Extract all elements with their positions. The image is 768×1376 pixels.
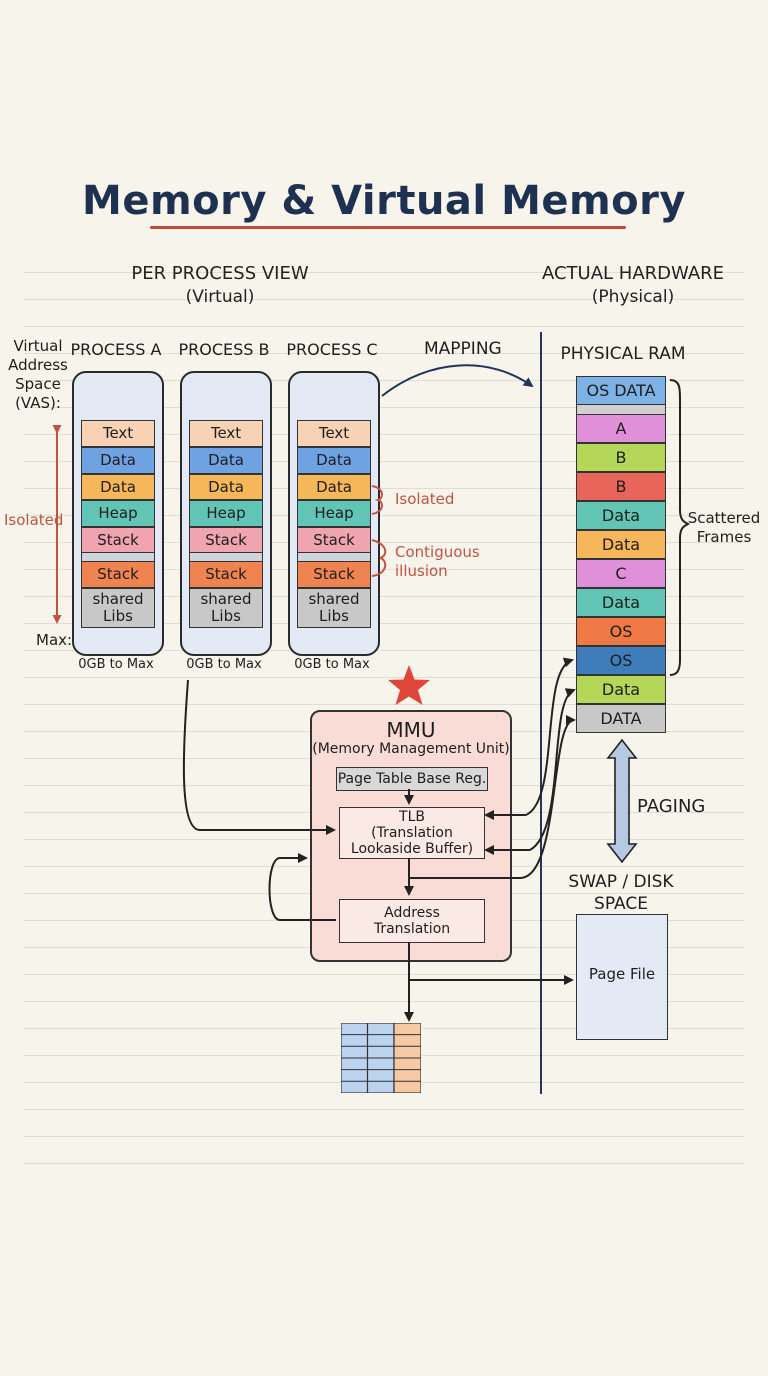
process-b-range: 0GB to Max	[186, 657, 262, 672]
ram-frame: OS	[576, 617, 666, 646]
segment-stack: Stack	[189, 527, 263, 553]
process-c-label: PROCESS C	[286, 340, 378, 359]
segment-data: Data	[81, 447, 155, 474]
mapping-label: MAPPING	[424, 339, 502, 359]
ram-frame: Data	[576, 501, 666, 530]
process-to-tlb-arrow	[182, 679, 336, 835]
segment-data: Data	[189, 474, 263, 500]
scattered-frames-label: Scattered Frames	[687, 509, 761, 546]
isolated-annotation: Isolated	[395, 490, 455, 508]
mapping-arrow	[381, 364, 534, 397]
virtual-heading: PER PROCESS VIEW	[131, 263, 309, 284]
physical-subheading: (Physical)	[591, 287, 675, 307]
max-label: Max:	[36, 631, 73, 649]
process-a-label: PROCESS A	[70, 340, 162, 359]
physical-heading: ACTUAL HARDWARE	[541, 263, 725, 284]
segment-data: Data	[189, 447, 263, 474]
ram-frame: Data	[576, 675, 666, 704]
star-icon	[388, 665, 430, 705]
ram-frame: Data	[576, 530, 666, 559]
segment-gap	[81, 553, 155, 561]
title-underline	[150, 226, 626, 229]
ram-gap	[576, 405, 666, 414]
address-translation-box: Address Translation	[339, 899, 485, 943]
contiguous-bracket	[371, 539, 387, 577]
segment-stack: Stack	[297, 527, 371, 553]
ram-frame: OS DATA	[576, 376, 666, 405]
virtual-physical-divider	[540, 332, 542, 1094]
process-a-range: 0GB to Max	[78, 657, 154, 672]
page-file-label: Page File	[588, 965, 656, 983]
page-file-box: Page File	[576, 914, 668, 1040]
tlb-box: TLB (Translation Lookaside Buffer)	[339, 807, 485, 859]
process-c-range: 0GB to Max	[294, 657, 370, 672]
mmu-box: MMU (Memory Management Unit) Page Table …	[310, 710, 512, 962]
segment-data: Data	[297, 447, 371, 474]
segment-stack: Stack	[81, 527, 155, 553]
ram-title: PHYSICAL RAM	[560, 344, 686, 364]
page-table-base-register: Page Table Base Reg.	[336, 767, 488, 791]
virtual-subheading: (Virtual)	[185, 287, 255, 307]
segment-text: Text	[297, 420, 371, 447]
ram-link-arrow-1	[525, 657, 574, 816]
ram-frame: DATA	[576, 704, 666, 733]
page-table-icon	[341, 1023, 421, 1093]
isolated-left-label: Isolated	[4, 511, 64, 529]
ram-frame: OS	[576, 646, 666, 675]
segment-gap	[189, 553, 263, 561]
segment-heap: Heap	[189, 500, 263, 527]
segment-gap	[297, 553, 371, 561]
contiguous-annotation: Contiguous illusion	[395, 543, 480, 580]
paging-arrow	[606, 738, 638, 864]
segment-data: Data	[297, 474, 371, 500]
segment-stack: Stack	[81, 561, 155, 588]
translation-to-ram-arrow	[410, 715, 576, 879]
translation-to-page-file-arrow	[408, 960, 574, 985]
isolated-bracket	[371, 485, 383, 515]
ram-frame: B	[576, 472, 666, 501]
segment-stack: Stack	[297, 561, 371, 588]
mmu-subtitle: (Memory Management Unit)	[312, 741, 510, 757]
segment-text: Text	[81, 420, 155, 447]
scattered-frames-bracket	[669, 379, 691, 676]
segment-heap: Heap	[81, 500, 155, 527]
ram-frame: A	[576, 414, 666, 443]
process-b-label: PROCESS B	[178, 340, 270, 359]
mmu-title: MMU	[386, 718, 436, 742]
segment-heap: Heap	[297, 500, 371, 527]
paging-label: PAGING	[637, 796, 706, 817]
page-title: Memory & Virtual Memory	[82, 178, 686, 224]
ram-frame: Data	[576, 588, 666, 617]
segment-data: Data	[81, 474, 155, 500]
ram-frame: B	[576, 443, 666, 472]
segment-stack: Stack	[189, 561, 263, 588]
ram-link-arrow-2	[529, 688, 576, 851]
ram-frame: C	[576, 559, 666, 588]
segment-text: Text	[189, 420, 263, 447]
vas-label: Virtual Address Space (VAS):	[8, 337, 68, 412]
feedback-loop-arrow	[268, 853, 336, 921]
